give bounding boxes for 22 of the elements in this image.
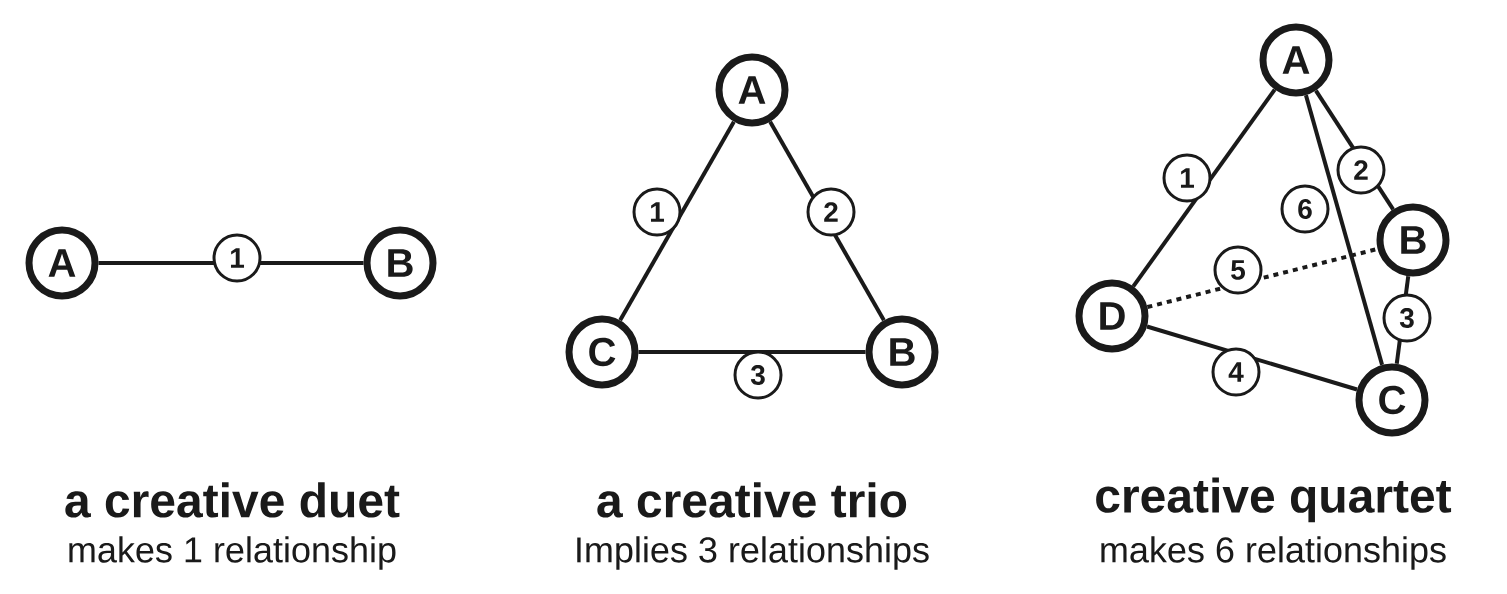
group-subtitle: makes 6 relationships xyxy=(1101,536,1446,570)
group-subtitle: Implies 3 relationships xyxy=(577,536,929,570)
edge-label: 5 xyxy=(1213,245,1263,295)
group-subtitle: makes 1 relationship xyxy=(69,536,396,570)
edge-label: 1 xyxy=(632,187,682,237)
connector-line xyxy=(1304,94,1384,366)
connector-line xyxy=(1146,324,1358,392)
edge-label: 3 xyxy=(733,350,783,400)
edge-label: 1 xyxy=(1162,153,1212,203)
connector-line xyxy=(638,350,866,354)
group-title: a creative duet xyxy=(65,482,400,518)
connector-line xyxy=(1146,247,1379,309)
edge-label: 1 xyxy=(212,233,262,283)
edge-label: 2 xyxy=(806,187,856,237)
connector-line xyxy=(1131,88,1277,288)
connector-line xyxy=(618,120,736,322)
edge-label: 2 xyxy=(1336,145,1386,195)
group-title: a creative trio xyxy=(597,482,907,518)
edge-label: 4 xyxy=(1211,347,1261,397)
edge-label: 3 xyxy=(1382,293,1432,343)
edge-label: 6 xyxy=(1280,184,1330,234)
group-title: creative quartet xyxy=(1096,477,1452,523)
